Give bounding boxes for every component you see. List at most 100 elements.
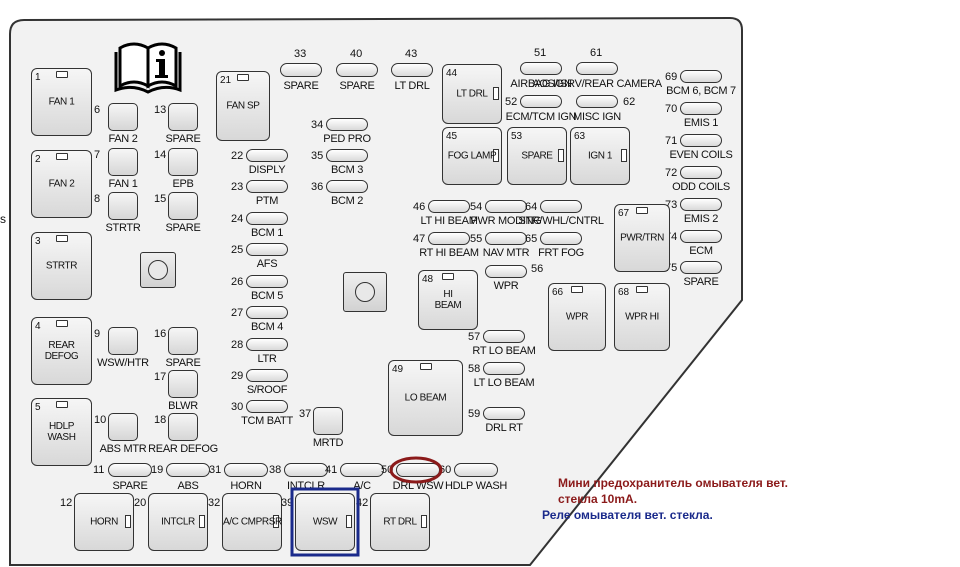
relay-number: 3 [35,236,41,247]
mini-relay-number: 10 [94,414,107,426]
fuse-label: PED PRO [323,133,371,145]
fuse-label: BCM 4 [250,321,284,333]
fuse-label: S/ROOF [246,384,288,396]
relay-tab [55,320,68,327]
relay-42: RT DRL [370,493,430,551]
fuse-label: WPR [493,280,519,292]
fuse-number: 30 [231,401,244,413]
info-book-icon [114,42,182,94]
fuse-number: 69 [665,71,678,83]
fuse-number: 54 [470,201,483,213]
relay-label: SPARE [521,150,553,162]
fuse-label: ABS [177,480,199,492]
fuse-label: BCM 3 [330,164,364,176]
fuse-57 [483,330,525,343]
fuse-number: 65 [525,233,538,245]
relay-tab [636,286,648,293]
fuse-label: BCM 5 [250,290,284,302]
fuse-36 [326,180,368,193]
relay-number: 12 [60,497,73,509]
relay-tab [273,515,279,528]
fuse-51 [520,62,562,75]
mini-relay-18 [168,413,198,441]
mini-relay-label: FAN 2 [108,133,138,145]
fuse-label: HDLP WASH [444,480,508,492]
fuse-65 [540,232,582,245]
fuse-73 [680,198,722,211]
fuse-46 [428,200,470,213]
relay-label: FAN SP [226,100,260,112]
fuse-38 [284,463,328,477]
mini-relay-label: REAR DEFOG [148,443,218,455]
fuse-number: 35 [311,150,324,162]
relay-label: LT DRL [456,88,488,100]
fuse-label: LTR [257,353,277,365]
fuse-19 [166,463,210,477]
relay-number: 39 [281,497,294,509]
fuse-number: 36 [311,181,324,193]
mini-relay-label: BLWR [168,400,198,412]
relay-tab [237,74,249,81]
relay-tab [55,235,68,242]
relay-tab [493,149,499,162]
relay-20: INTCLR [148,493,208,551]
fuse-label: AFS [256,258,278,270]
fuse-number: 57 [468,331,481,343]
mini-relay-8 [108,192,138,220]
fuse-number: 24 [231,213,244,225]
relay-tab [558,149,564,162]
relay-label: HI BEAM [434,289,462,311]
fuse-number: 29 [231,370,244,382]
relay-number: 2 [35,154,41,165]
fuse-number: 59 [468,408,481,420]
mini-relay-label: WSW/HTR [97,357,149,369]
mini-relay-number: 37 [299,408,312,420]
fuse-number: 50 [381,464,394,476]
relay-number: 44 [446,68,458,79]
fuse-60 [454,463,498,477]
relay-number: 53 [511,131,523,142]
fuse-24 [246,212,288,225]
fuse-label: BCM 1 [250,227,284,239]
fuse-34 [326,118,368,131]
fuse-label: NAV MTR [482,247,530,259]
fuse-number: 11 [93,464,105,476]
fuse-11 [108,463,152,477]
fuse-label: EVEN COILS [669,149,733,161]
relay-tab [421,515,427,528]
relay-tab [199,515,205,528]
relay-label: FOG LAMP [447,150,497,162]
relay-label: WPR [565,311,589,323]
relay-number: 49 [392,364,404,375]
relay-39: WSW [295,493,355,551]
relay-number: 48 [422,274,434,285]
fuse-number: 71 [665,135,678,147]
relay-44: 44 LT DRL [442,64,502,124]
fuse-number: 28 [231,339,244,351]
mini-relay-15 [168,192,198,220]
mini-relay-number: 7 [94,149,101,161]
relay-label: INTCLR [161,516,195,528]
fuse-number: 70 [665,103,678,115]
mini-relay-label: EPB [172,178,194,190]
fuse-label: EMIS 2 [683,213,719,225]
fuse-label: LT HI BEAM [420,215,478,227]
relay-number: 68 [618,287,630,298]
fuse-label: SPARE [112,480,148,492]
fuse-label: BCM 6, BCM 7 [666,85,736,97]
fuse-58 [483,362,525,375]
fuse-number: 62 [623,96,636,108]
fuse-25 [246,243,288,256]
relay-label: RT DRL [383,516,417,528]
fuse-64 [540,200,582,213]
fuse-27 [246,306,288,319]
relay-label: IGN 1 [587,150,613,162]
fuse-label: STR/WHL/CNTRL [518,215,604,227]
mini-relay-label: MRTD [312,437,344,449]
